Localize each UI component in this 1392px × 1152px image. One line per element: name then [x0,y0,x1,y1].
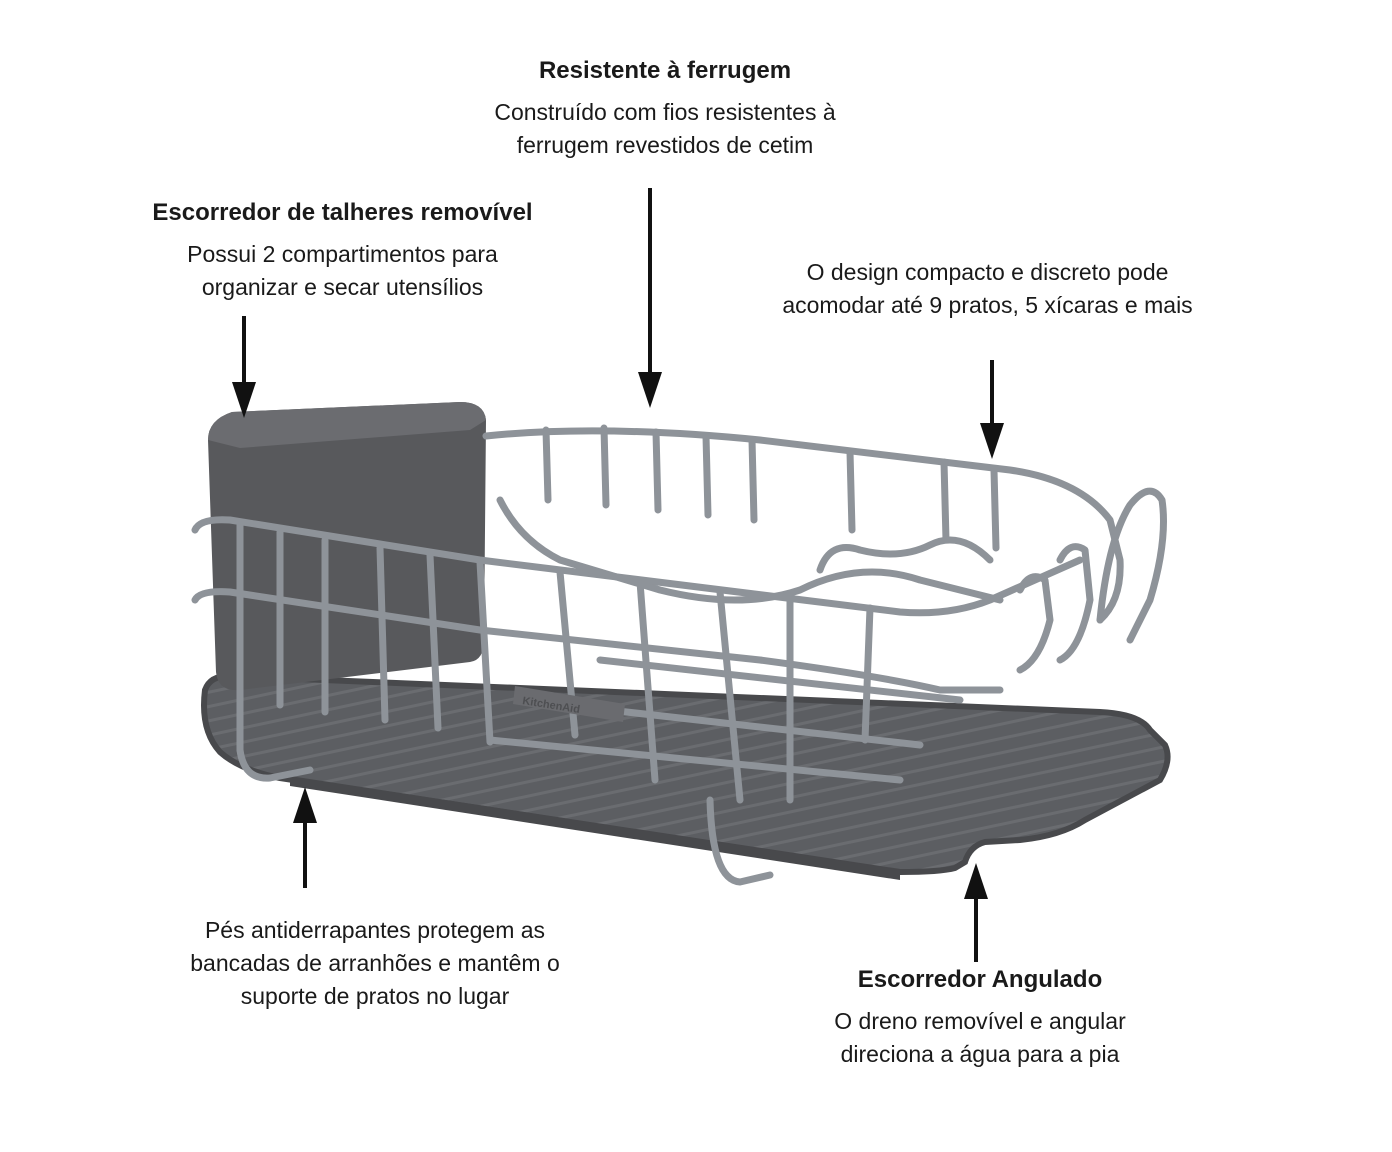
callout-cutlery-title: Escorredor de talheres removível [152,199,533,226]
callout-cutlery-desc: Possui 2 compartimentos para organizar e… [187,241,498,300]
callout-compact-design: O design compacto e discreto pode acomod… [720,256,1255,322]
wire-basket [191,424,1167,886]
callout-cutlery-caddy: Escorredor de talheres removível Possui … [100,198,585,304]
callout-angled-drain: Escorredor Angulado O dreno removível e … [720,965,1240,1071]
arrow-feet-head [293,787,317,823]
callout-compact-desc: O design compacto e discreto pode acomod… [782,259,1193,318]
callout-nonslip-feet: Pés antiderrapantes protegem as bancadas… [120,914,630,1013]
callout-feet-desc: Pés antiderrapantes protegem as bancadas… [190,917,560,1009]
arrow-rust-head [638,372,662,408]
callout-drain-title: Escorredor Angulado [857,966,1103,993]
callout-drain-desc: O dreno removível e angular direciona a … [834,1008,1126,1067]
drain-tray [201,672,1171,880]
arrow-compact-head [980,423,1004,459]
arrow-cutlery-head [232,382,256,418]
callout-rust-title: Resistente à ferrugem [538,57,792,84]
callout-arrows [232,188,1004,962]
callout-rust-desc: Construído com fios resistentes à ferrug… [494,99,836,158]
callout-rust-resistant: Resistente à ferrugem Construído com fio… [400,56,930,162]
utensil-caddy [208,402,486,691]
arrow-drain-head [964,863,988,899]
